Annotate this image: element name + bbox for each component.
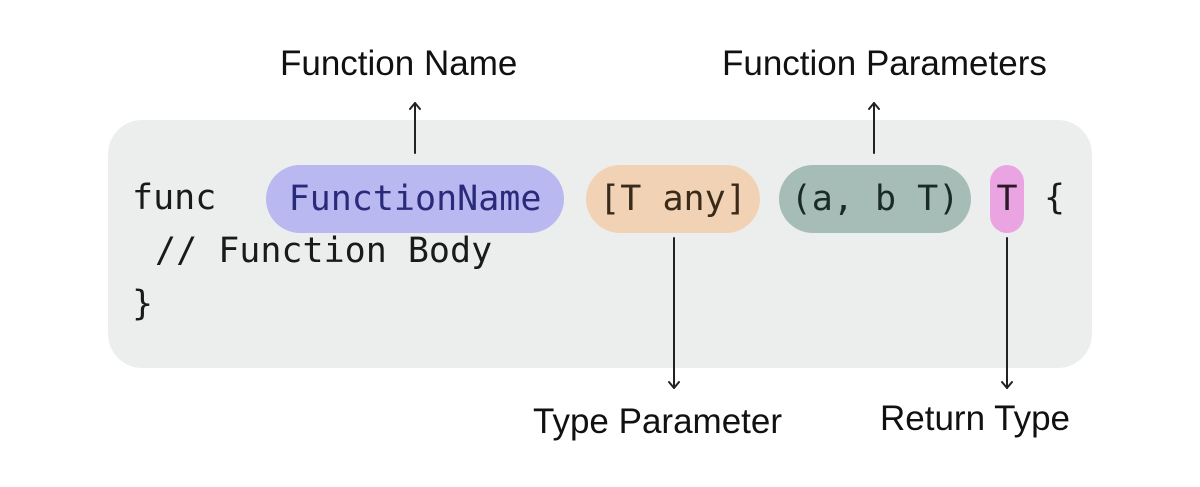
arrow-up-function-parameters [868,102,880,154]
type-parameter-highlight: [T any] [586,165,760,233]
type-parameter-text: [T any] [599,179,747,219]
return-type-highlight: T [990,165,1024,233]
close-brace: } [132,284,154,324]
func-keyword: func [132,178,217,218]
label-function-parameters: Function Parameters [722,44,1047,83]
function-name-highlight: FunctionName [266,165,564,233]
function-parameters-text: (a, b T) [790,179,960,219]
code-block [108,120,1092,368]
label-type-parameter: Type Parameter [533,402,782,441]
arrow-down-type-parameter [668,237,680,389]
function-name-text: FunctionName [288,179,542,219]
arrow-up-function-name [409,102,421,154]
label-return-type: Return Type [880,399,1071,438]
arrow-down-return-type [1001,237,1013,389]
body-comment: // Function Body [155,231,493,271]
label-function-name: Function Name [280,44,518,83]
function-parameters-highlight: (a, b T) [779,165,971,233]
open-brace: { [1044,178,1066,218]
return-type-text: T [996,179,1018,219]
